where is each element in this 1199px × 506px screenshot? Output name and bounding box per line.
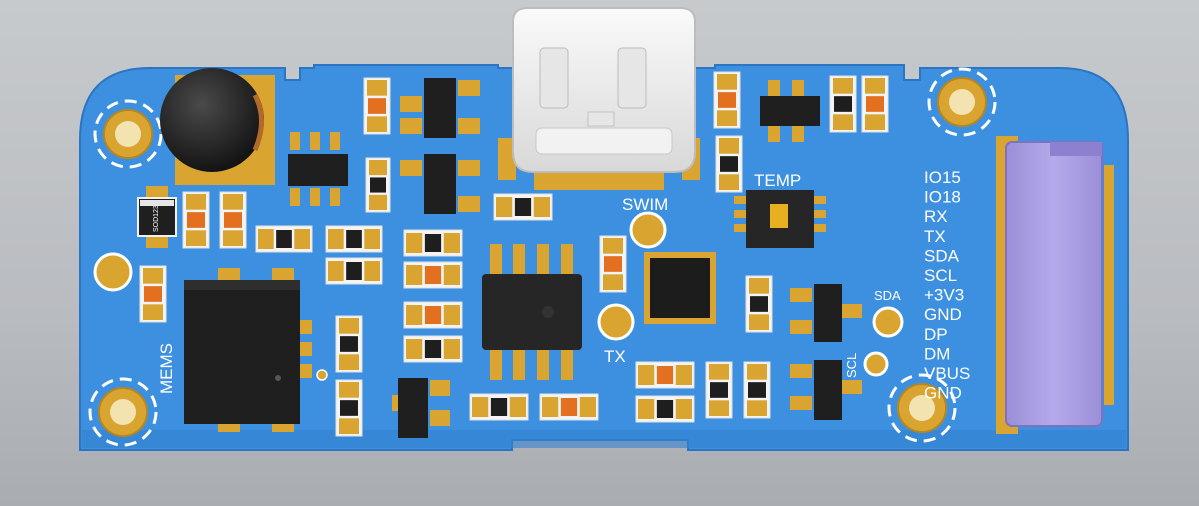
connector-pin-label: GND [924, 384, 962, 403]
mems-label: MEMS [157, 343, 176, 394]
sda-test-pad [872, 306, 904, 338]
mounting-hole-bottom-right [887, 373, 957, 443]
temp-label: TEMP [754, 171, 801, 190]
connector-pin-label: SDA [924, 246, 960, 265]
capacitor [743, 361, 771, 419]
connector-pin-label: IO18 [924, 188, 961, 207]
capacitor [403, 229, 463, 257]
sot23-transistor [790, 284, 862, 342]
sot23-6-chip [288, 132, 348, 206]
capacitor [829, 75, 857, 133]
sot23-transistor [790, 360, 862, 420]
capacitor [335, 379, 363, 437]
sot23-transistor [400, 78, 480, 138]
mems-module [184, 268, 312, 432]
mounting-hole-top-left [93, 99, 163, 169]
resistor [182, 191, 210, 249]
sda-label: SDA [874, 288, 901, 303]
power-inductor [160, 68, 275, 185]
connector-pin-label: VBUS [924, 364, 970, 383]
capacitor [493, 193, 553, 221]
via [316, 369, 328, 381]
scl-label: SCL [844, 353, 859, 378]
sot23-transistor [760, 80, 820, 142]
resistor [139, 265, 167, 323]
diode-marking: SOD123 [153, 205, 160, 232]
connector-pin-label: RX [924, 207, 948, 226]
connector-pin-label: DP [924, 325, 948, 344]
resistor [363, 77, 391, 135]
mcu-chip [482, 244, 582, 380]
test-pad-left [93, 252, 133, 292]
tx-label: TX [604, 347, 626, 366]
resistor [403, 261, 463, 289]
usb-c-connector [498, 7, 700, 190]
capacitor [469, 393, 529, 421]
mounting-hole-bottom-left [88, 377, 158, 447]
capacitor [325, 257, 383, 285]
capacitor [715, 135, 743, 193]
resistor [403, 301, 463, 329]
resistor [635, 361, 695, 389]
swim-label: SWIM [622, 195, 668, 214]
connector-pin-label: +3V3 [924, 286, 964, 305]
qfn-chip [644, 252, 716, 324]
connector-pin-label: DM [924, 344, 950, 363]
capacitor [635, 395, 695, 423]
capacitor [403, 335, 463, 363]
scl-test-pad [863, 351, 889, 377]
temp-sensor [734, 190, 826, 248]
capacitor [365, 157, 391, 213]
capacitor [705, 361, 733, 419]
connector-pin-label: IO15 [924, 168, 961, 187]
capacitor [335, 315, 363, 373]
resistor [219, 191, 247, 249]
connector-pin-label: GND [924, 305, 962, 324]
tx-test-pad [597, 303, 635, 341]
fpc-connector [996, 136, 1114, 434]
capacitor [325, 225, 383, 253]
sot23-transistor [392, 378, 450, 438]
sot23-transistor [400, 154, 480, 214]
swim-test-pad [629, 211, 667, 249]
resistor [713, 71, 741, 129]
connector-pin-label: TX [924, 227, 946, 246]
resistor [861, 75, 889, 133]
capacitor [745, 275, 773, 333]
resistor [539, 393, 599, 421]
capacitor [255, 225, 313, 253]
mounting-hole-top-right [927, 67, 997, 137]
passive-components [139, 71, 889, 437]
connector-pin-label: SCL [924, 266, 957, 285]
resistor [599, 235, 627, 293]
sod123-diode [137, 186, 177, 248]
